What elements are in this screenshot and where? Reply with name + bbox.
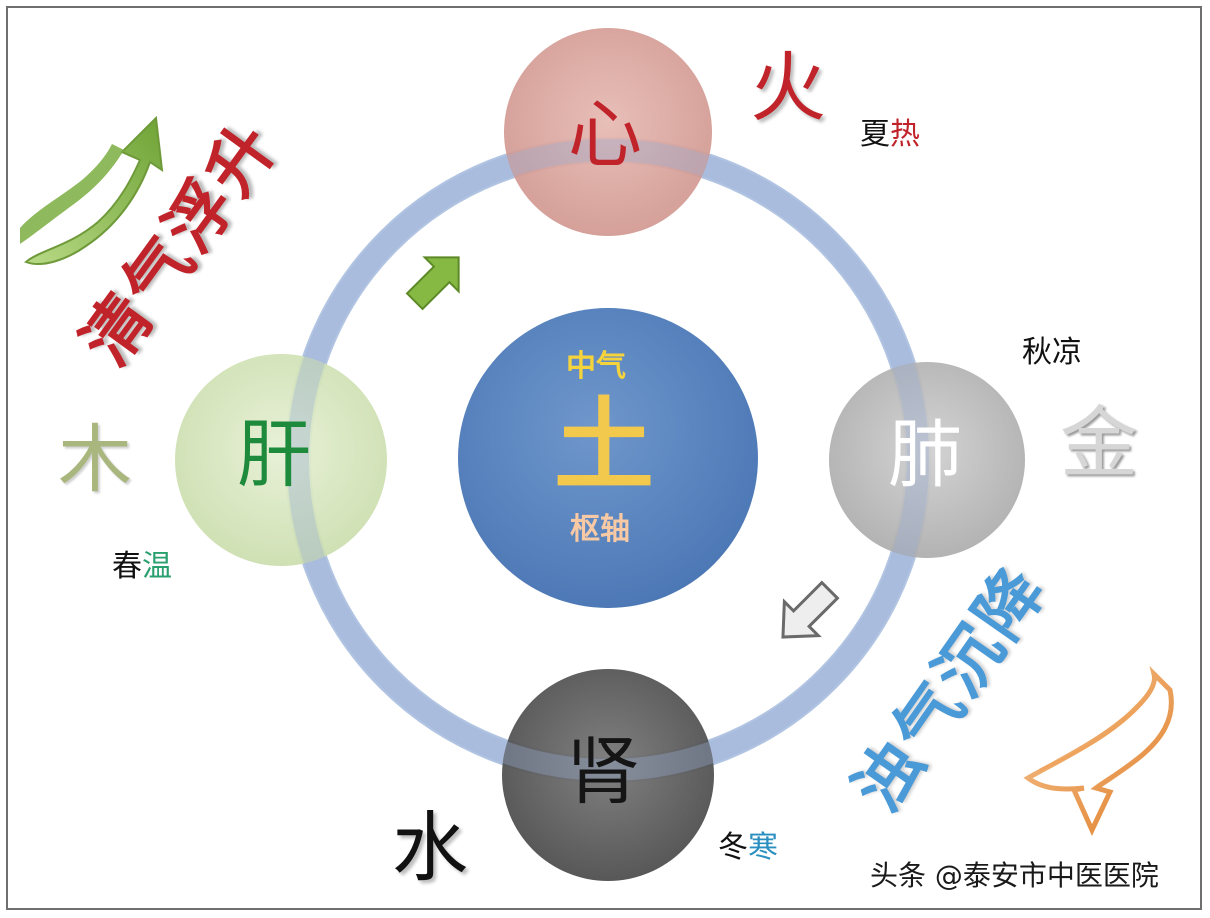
heart-label: 心	[568, 92, 642, 178]
fire-element-label: 火	[750, 43, 826, 132]
kidney-label: 肾	[566, 729, 640, 815]
center-top-label: 中气	[566, 349, 626, 384]
liver-label: 肝	[237, 412, 311, 498]
winter-first: 冬	[718, 830, 748, 865]
liver-circle	[175, 354, 387, 566]
lung-label: 肺	[888, 412, 962, 498]
center-main-label: 土	[554, 386, 654, 504]
spring-first: 春	[112, 549, 142, 584]
watermark: 头条 @泰安市中医医院	[870, 859, 1159, 892]
water-element-label: 水	[392, 803, 468, 892]
winter-label: 冬寒	[718, 833, 778, 863]
descending-direction-arrow	[781, 580, 840, 639]
ring-overlay	[287, 139, 929, 781]
summer-first: 夏	[860, 117, 890, 152]
wood-element-label: 木	[58, 417, 132, 503]
descending-curved-arrow	[1023, 665, 1174, 836]
summer-label: 夏热	[860, 120, 920, 150]
rising-direction-arrow	[405, 256, 460, 311]
spring-label: 春温	[112, 552, 172, 582]
lung-circle	[829, 362, 1025, 558]
spring-second: 温	[142, 549, 172, 584]
heart-circle	[504, 28, 712, 236]
winter-second: 寒	[748, 830, 778, 865]
summer-second: 热	[890, 117, 920, 152]
rising-curved-arrow	[20, 115, 164, 266]
autumn-label: 秋凉	[1022, 335, 1082, 370]
center-circle	[458, 308, 758, 608]
metal-element-label: 金	[1060, 399, 1139, 489]
center-bottom-label: 枢轴	[570, 512, 630, 547]
kidney-circle	[502, 669, 714, 881]
